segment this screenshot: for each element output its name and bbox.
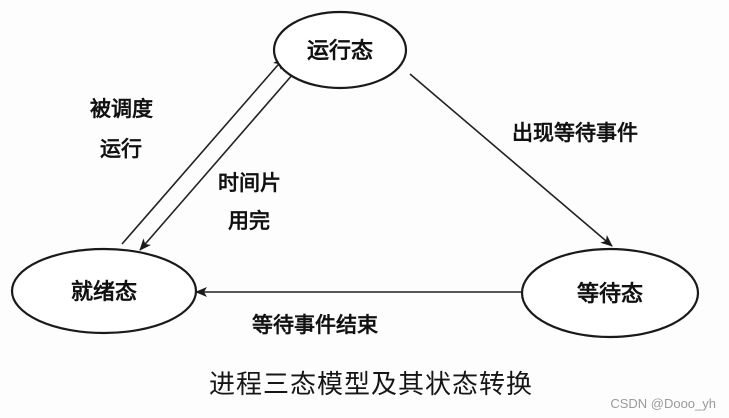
state-running: 运行态 xyxy=(272,10,408,90)
label-scheduled-line1: 被调度 xyxy=(90,97,153,121)
state-ready-label: 就绪态 xyxy=(71,279,137,305)
label-timeslice-line2: 用完 xyxy=(228,209,270,233)
label-scheduled-line2: 运行 xyxy=(100,137,142,161)
csdn-watermark: CSDN @Dooo_yh xyxy=(610,396,716,411)
state-waiting: 等待态 xyxy=(520,247,700,339)
arrow-running-to-ready xyxy=(139,65,301,251)
label-event-done: 等待事件结束 xyxy=(252,313,379,337)
arrow-running-to-waiting xyxy=(409,73,613,247)
label-wait-event: 出现等待事件 xyxy=(512,121,638,145)
state-running-label: 运行态 xyxy=(307,38,373,64)
state-ready: 就绪态 xyxy=(10,247,198,335)
state-waiting-label: 等待态 xyxy=(577,281,643,307)
label-timeslice-line1: 时间片 xyxy=(218,171,281,195)
arrow-ready-to-running xyxy=(121,57,285,245)
diagram-caption: 进程三态模型及其状态转换 xyxy=(209,370,533,400)
